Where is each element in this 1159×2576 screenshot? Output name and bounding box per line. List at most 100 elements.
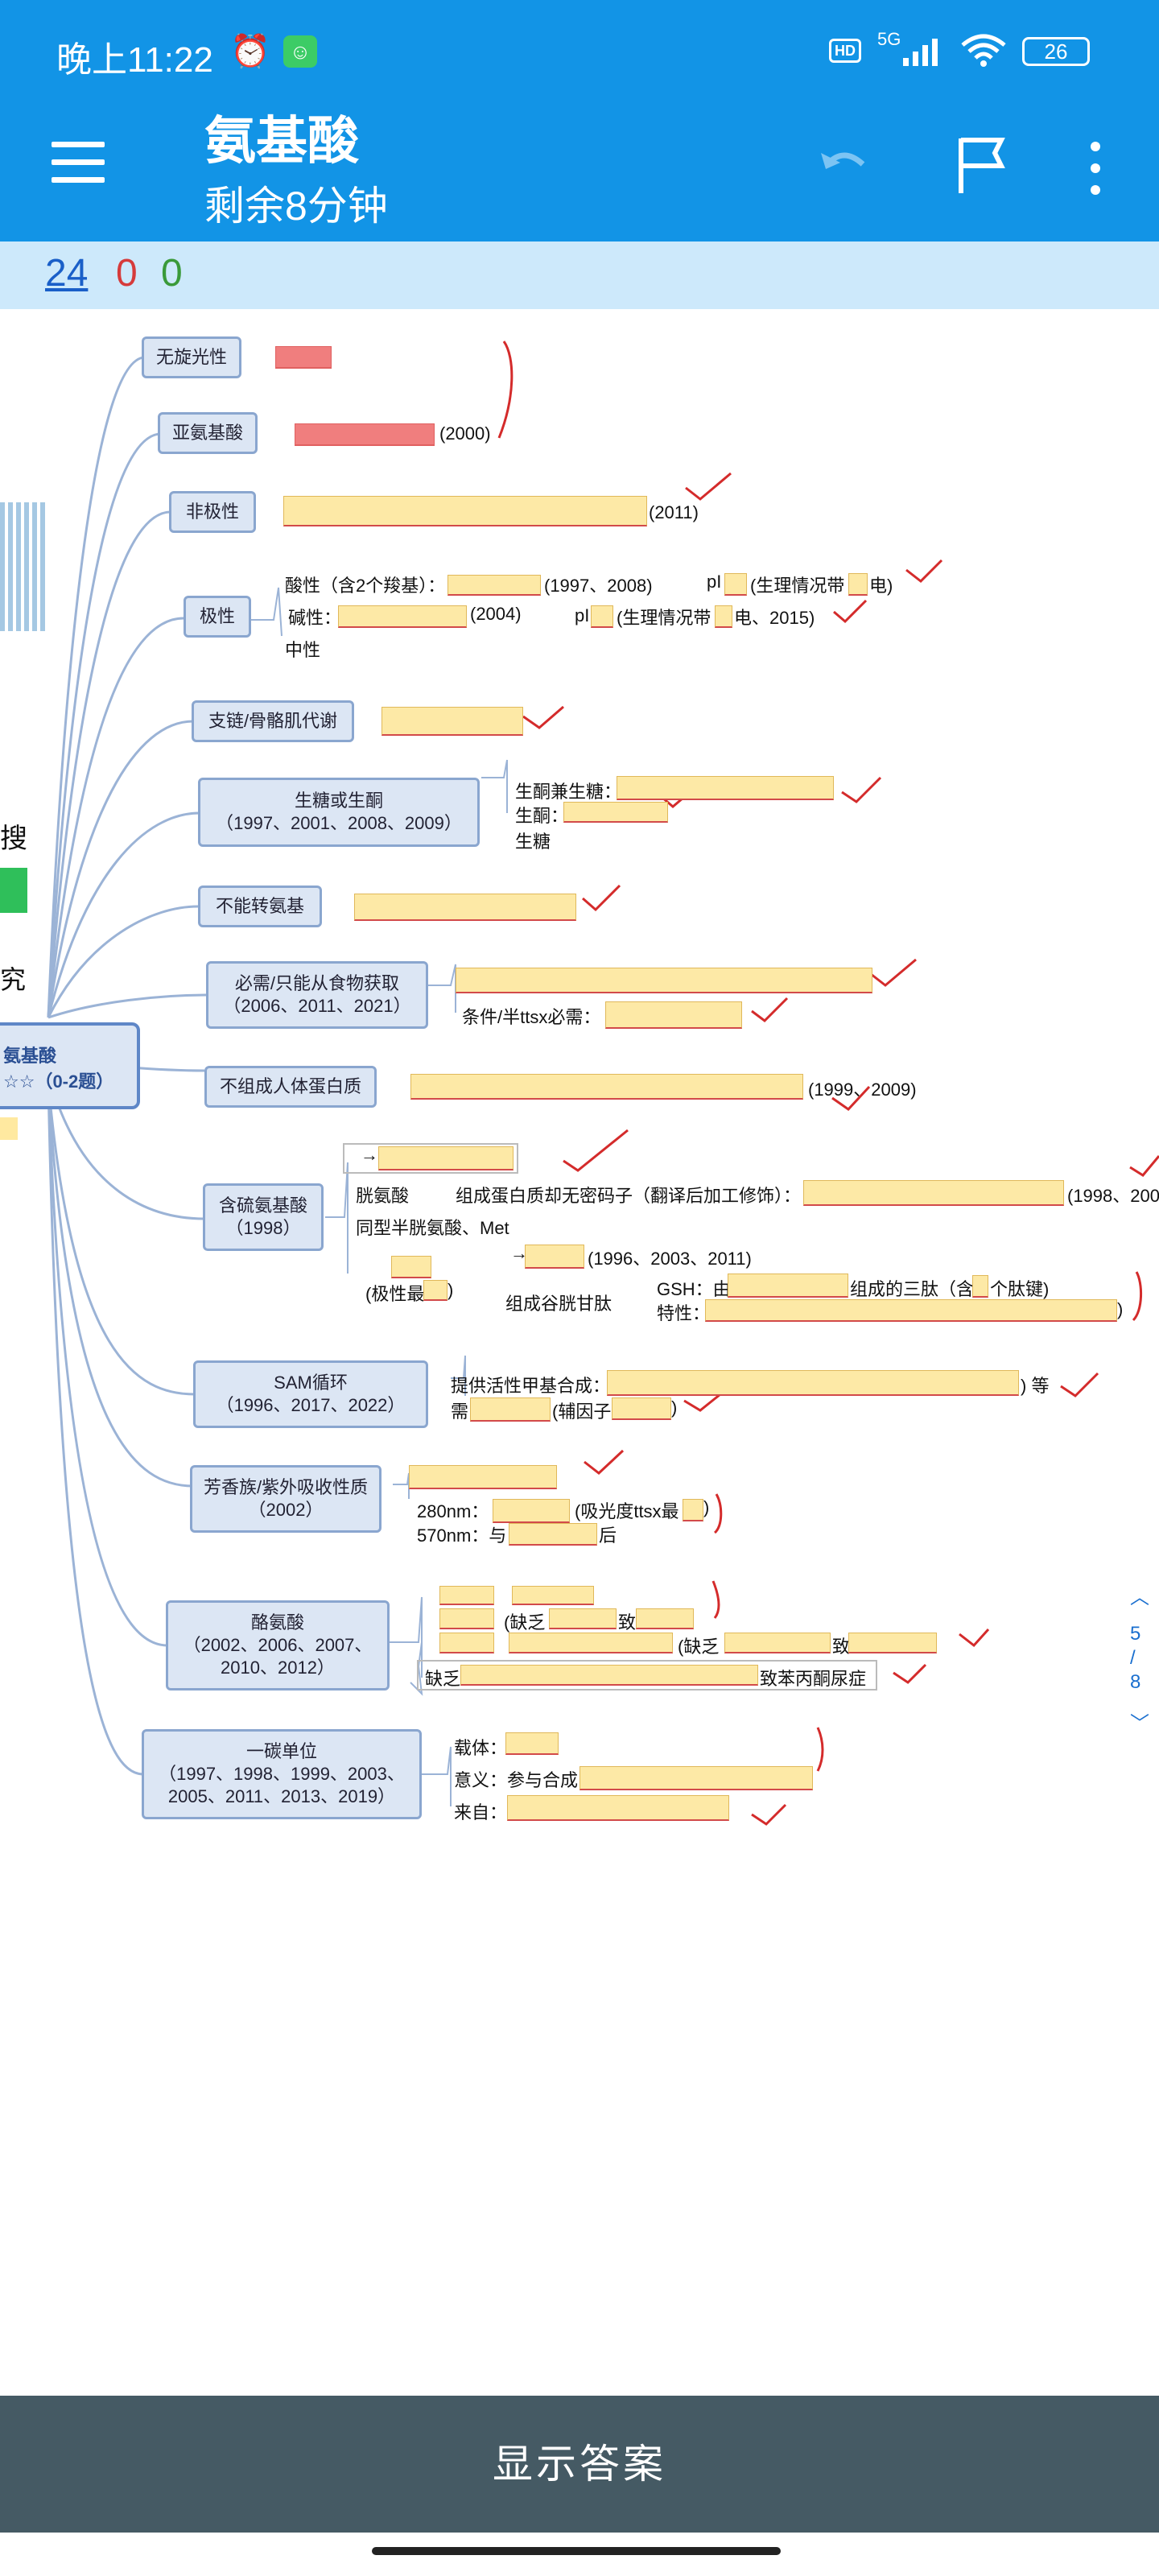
undo-icon[interactable] xyxy=(813,132,874,193)
answer-blank[interactable] xyxy=(460,1665,758,1686)
answer-blank[interactable] xyxy=(338,605,467,628)
node-no-transamination[interactable]: 不能转氨基 xyxy=(198,886,322,927)
qr-code-fragment xyxy=(0,502,45,631)
node-branched-chain[interactable]: 支链/骨骼肌代谢 xyxy=(192,700,354,742)
answer-blank[interactable] xyxy=(470,1397,551,1422)
answer-blank[interactable] xyxy=(563,802,668,823)
uv570-label: 570nm：与 xyxy=(417,1525,507,1546)
node-aromatic[interactable]: 芳香族/紫外吸收性质 （2002） xyxy=(190,1465,382,1533)
node-one-carbon-unit[interactable]: 一碳单位 （1997、1998、1999、2003、 2005、2011、201… xyxy=(142,1729,422,1819)
answer-blank[interactable] xyxy=(848,1633,937,1653)
answer-blank[interactable] xyxy=(715,605,732,628)
answer-blank[interactable] xyxy=(591,605,613,628)
answer-blank[interactable] xyxy=(382,707,523,736)
node-sam-cycle[interactable]: SAM循环 （1996、2017、2022） xyxy=(193,1360,428,1428)
answer-blank[interactable] xyxy=(724,1633,831,1653)
chevron-down-icon[interactable]: ﹀ xyxy=(1130,1713,1149,1735)
answer-blank[interactable] xyxy=(724,573,747,596)
tyrosine-cause: 致 xyxy=(618,1612,637,1633)
side-tag xyxy=(0,1117,18,1140)
answer-blank[interactable] xyxy=(378,1146,514,1170)
total-count[interactable]: 24 xyxy=(45,252,89,295)
node-imino-acid[interactable]: 亚氨基酸 xyxy=(158,412,258,454)
year-label: (2011) xyxy=(649,502,699,522)
menu-icon[interactable] xyxy=(52,142,105,184)
answer-blank[interactable] xyxy=(456,968,872,993)
wifi-icon xyxy=(961,34,1006,67)
answer-blank[interactable] xyxy=(410,1074,803,1100)
page-navigator[interactable]: ︿ 5 / 8 ﹀ xyxy=(1130,1581,1159,1766)
pi-label: pI xyxy=(707,572,722,592)
answer-blank[interactable] xyxy=(439,1608,494,1629)
hd-icon: HD xyxy=(829,39,861,63)
arrow-label: → xyxy=(510,1243,528,1263)
answer-blank[interactable] xyxy=(283,496,647,526)
root-node[interactable]: 氨基酸 ☆☆（0-2题） xyxy=(0,1022,140,1109)
answer-blank[interactable] xyxy=(505,1732,559,1755)
answer-blank[interactable] xyxy=(803,1180,1064,1206)
answer-blank[interactable] xyxy=(448,575,541,596)
pku-label: 致苯丙酮尿症 xyxy=(760,1669,867,1689)
answer-blank[interactable] xyxy=(607,1370,1019,1396)
answer-blank[interactable] xyxy=(275,346,332,369)
answer-blank[interactable] xyxy=(580,1766,813,1790)
status-bar: 晚上11:22 ⏰ ☺ HD 5G 26 xyxy=(0,0,1159,84)
timer-remaining: 剩余8分钟 xyxy=(204,184,388,229)
node-essential[interactable]: 必需/只能从食物获取 （2006、2011、2021） xyxy=(206,961,428,1029)
flag-icon[interactable] xyxy=(955,134,1009,195)
answer-blank[interactable] xyxy=(972,1275,988,1298)
answer-blank[interactable] xyxy=(295,423,435,446)
tyrosine-cause: 致 xyxy=(832,1637,851,1657)
answer-blank[interactable] xyxy=(612,1397,671,1420)
side-green-button[interactable] xyxy=(0,868,27,913)
answer-blank[interactable] xyxy=(423,1280,448,1301)
answer-blank[interactable] xyxy=(848,573,868,596)
node-polar[interactable]: 极性 xyxy=(184,596,251,638)
answer-blank[interactable] xyxy=(391,1256,431,1278)
answer-blank[interactable] xyxy=(617,776,834,800)
answer-group-box xyxy=(343,1143,518,1174)
ketogenic-glucogenic-label: 生酮兼生糖： xyxy=(515,782,622,802)
mind-map-canvas[interactable]: 搜 究 氨基酸 ☆☆（0-2题） 无旋光性 亚氨基酸 (2000) 非极性 (2… xyxy=(0,309,1159,1839)
answer-blank[interactable] xyxy=(509,1523,597,1546)
answer-blank[interactable] xyxy=(683,1499,703,1521)
answer-blank[interactable] xyxy=(525,1245,584,1269)
side-search-label: 搜 xyxy=(0,824,27,854)
answer-blank[interactable] xyxy=(636,1608,694,1629)
network-type: 5G xyxy=(877,29,901,49)
home-indicator[interactable] xyxy=(372,2547,781,2555)
answer-blank[interactable] xyxy=(705,1299,1117,1322)
node-non-protein[interactable]: 不组成人体蛋白质 xyxy=(204,1066,377,1108)
answer-blank[interactable] xyxy=(409,1465,557,1489)
node-tyrosine[interactable]: 酪氨酸 （2002、2006、2007、 2010、2012） xyxy=(166,1600,390,1690)
gsh-end: 个肽键) xyxy=(990,1279,1050,1299)
node-glucogenic-ketogenic[interactable]: 生糖或生酮 （1997、2001、2008、2009） xyxy=(198,778,480,847)
year-label: (2004) xyxy=(470,604,522,624)
chevron-up-icon[interactable]: ︿ xyxy=(1130,1587,1149,1608)
answer-blank[interactable] xyxy=(512,1586,594,1605)
answer-blank[interactable] xyxy=(493,1499,570,1523)
cystine-label: 胱氨酸 xyxy=(356,1186,410,1206)
answer-blank[interactable] xyxy=(605,1001,742,1029)
side-study-label: 究 xyxy=(0,965,27,994)
node-no-optical-activity[interactable]: 无旋光性 xyxy=(142,336,241,378)
sam-desc: 提供活性甲基合成： xyxy=(451,1376,611,1396)
answer-blank[interactable] xyxy=(439,1586,494,1605)
answer-blank[interactable] xyxy=(354,894,576,921)
node-nonpolar[interactable]: 非极性 xyxy=(169,491,256,533)
sam-cofactor: (辅因子 xyxy=(552,1402,612,1422)
uv280-end: ) xyxy=(703,1497,710,1517)
carrier-label: 载体： xyxy=(454,1738,508,1758)
answer-blank[interactable] xyxy=(549,1608,617,1629)
node-sulfur-amino-acid[interactable]: 含硫氨基酸 （1998） xyxy=(203,1183,324,1251)
mind-map-connectors xyxy=(47,341,1159,1826)
answer-group-box xyxy=(417,1660,877,1690)
answer-blank[interactable] xyxy=(728,1274,848,1298)
gsh-label: GSH：由 xyxy=(657,1279,731,1299)
glutathione-label: 组成谷胱甘肽 xyxy=(505,1294,612,1314)
more-options-icon[interactable] xyxy=(1083,140,1107,196)
show-answer-button[interactable]: 显示答案 xyxy=(493,2442,666,2487)
answer-blank[interactable] xyxy=(439,1633,494,1653)
answer-blank[interactable] xyxy=(509,1633,673,1653)
answer-blank[interactable] xyxy=(507,1795,729,1821)
